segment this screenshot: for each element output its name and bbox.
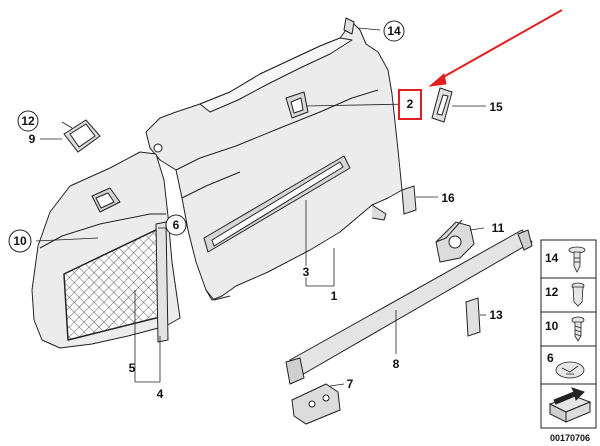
callout-13: 13 <box>489 308 503 322</box>
callout-8: 8 <box>393 357 400 371</box>
svg-text:2: 2 <box>407 97 414 111</box>
side-trim-panel <box>145 17 403 301</box>
svg-text:6: 6 <box>173 218 180 232</box>
svg-text:4: 4 <box>157 387 164 401</box>
svg-text:12: 12 <box>21 114 35 128</box>
svg-text:1: 1 <box>331 289 338 303</box>
svg-text:9: 9 <box>29 132 36 146</box>
callout-10: 10 <box>8 229 32 253</box>
callout-16: 16 <box>441 191 455 205</box>
highlight-arrow <box>428 9 563 87</box>
callout-1: 1 <box>331 289 338 303</box>
part-7-plate <box>291 383 341 425</box>
fastener-label-14: 14 <box>545 251 559 265</box>
svg-text:5: 5 <box>129 361 136 375</box>
part-11-bracket <box>435 219 475 263</box>
callout-14: 14 <box>383 20 405 42</box>
callout-7: 7 <box>347 377 354 391</box>
fastener-label-10: 10 <box>545 319 559 333</box>
callout-9: 9 <box>29 132 36 146</box>
fastener-panel: 14 12 10 6 <box>540 239 597 429</box>
push-rivet-icon <box>568 246 586 273</box>
svg-text:13: 13 <box>489 308 503 322</box>
part-13-tab <box>465 297 481 337</box>
diagram-code: 00170706 <box>550 433 590 443</box>
svg-text:16: 16 <box>441 191 455 205</box>
callout-6: 6 <box>165 214 187 236</box>
part-15-clip <box>431 87 453 123</box>
svg-text:10: 10 <box>13 234 27 248</box>
svg-text:8: 8 <box>393 357 400 371</box>
callout-4: 4 <box>157 387 164 401</box>
part-12-frame-cover <box>63 119 101 153</box>
svg-text:3: 3 <box>303 265 310 279</box>
callout-2-highlight: 2 <box>398 89 422 120</box>
part-16-pad <box>401 185 417 215</box>
callout-15: 15 <box>489 100 503 114</box>
leader-lines <box>35 27 486 387</box>
fastener-label-12: 12 <box>545 285 559 299</box>
part-8-long-strip <box>285 229 533 385</box>
expanding-rivet-icon <box>571 282 585 307</box>
callout-11: 11 <box>492 221 505 235</box>
box-arrow-icon <box>548 387 592 423</box>
callout-12: 12 <box>17 110 39 132</box>
svg-text:11: 11 <box>492 221 505 235</box>
screw-icon <box>571 316 585 342</box>
lower-trim-panel <box>31 151 181 349</box>
fastener-label-6: 6 <box>547 351 554 365</box>
callout-3: 3 <box>301 264 311 281</box>
callout-5: 5 <box>129 361 136 375</box>
svg-text:7: 7 <box>347 377 354 391</box>
svg-text:15: 15 <box>489 100 503 114</box>
clip-nut-icon <box>555 361 585 379</box>
net-strap <box>155 221 169 343</box>
svg-text:14: 14 <box>387 24 401 38</box>
